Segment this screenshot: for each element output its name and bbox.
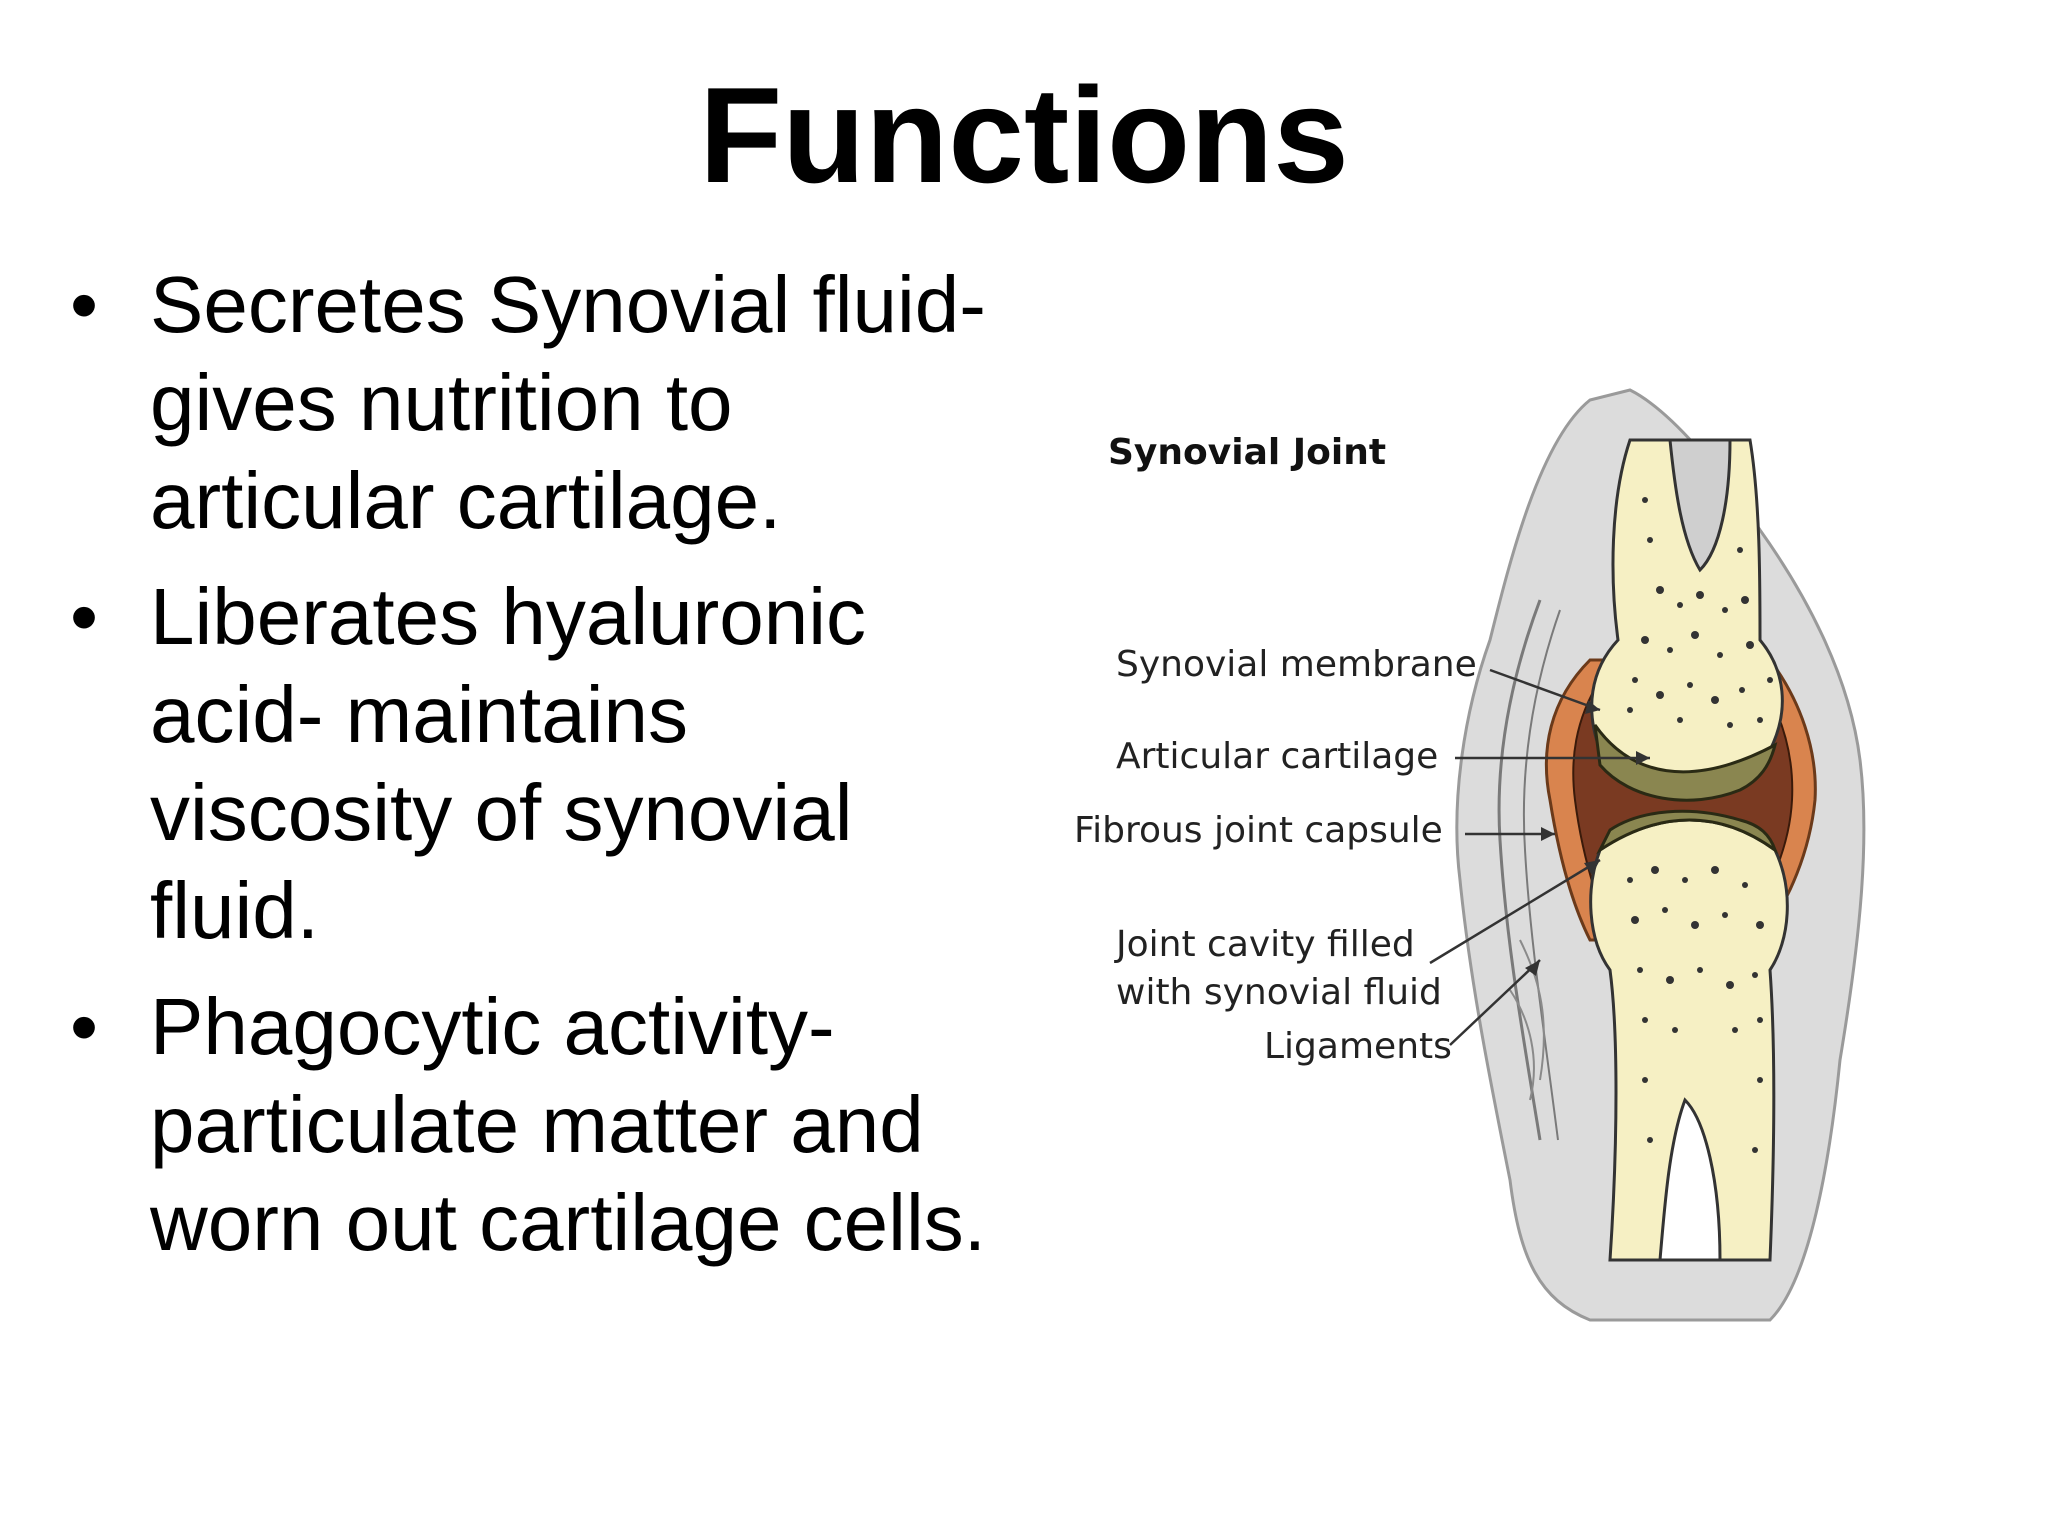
slide-title: Functions [699,59,1349,211]
bullet-text-line: particulate matter and [150,1080,924,1169]
bullet-text-line: articular cartilage. [150,456,782,545]
label-joint-cavity-line2: with synovial fluid [1116,972,1442,1013]
bullet-item: • Secretes Synovial fluid- gives nutriti… [70,256,1030,550]
label-synovial-membrane: Synovial membrane [1116,644,1477,685]
label-joint-cavity-line1: Joint cavity filled [1116,924,1415,965]
synovial-joint-illustration [1429,388,1866,1322]
figure-title: Synovial Joint [1108,432,1387,473]
lower-articular-cartilage [1596,809,1778,855]
bullet-text-line: Phagocytic activity- [150,982,835,1071]
lower-spongy-bone-dots [1627,866,1764,1153]
bullet-text-line: acid- maintains [150,670,689,759]
leader-arrowheads [1525,700,1650,976]
bullet-text-line: Secretes Synovial fluid- [150,260,986,349]
label-ligaments: Ligaments [1264,1026,1452,1067]
leader-lines [1429,668,1650,1046]
bullet-marker: • [70,982,99,1071]
synovial-joint-figure: Synovial Joint Synovial membrane Articul… [1070,380,1950,1340]
upper-spongy-bone-dots [1627,497,1773,728]
bullet-marker: • [70,572,99,661]
label-fibrous-joint-capsule: Fibrous joint capsule [1074,810,1443,851]
bullet-marker: • [70,260,99,349]
upper-articular-cartilage [1593,724,1778,802]
lower-marrow-cavity [1658,1097,1722,1262]
bullet-item: • Phagocytic activity- particulate matte… [70,978,1030,1272]
bullet-text-line: worn out cartilage cells. [150,1178,986,1267]
bullet-list: • Secretes Synovial fluid- gives nutriti… [70,256,1030,1290]
label-articular-cartilage: Articular cartilage [1116,736,1439,777]
bullet-text-line: gives nutrition to [150,358,733,447]
bullet-text-line: fluid. [150,866,319,955]
fibrous-capsule-line [1522,609,1561,1141]
upper-marrow-cavity [1668,438,1732,573]
ligament-fibers [1509,939,1545,1101]
bullet-text-line: Liberates hyaluronic [150,572,866,661]
bullet-item: • Liberates hyaluronic acid- maintains v… [70,568,1030,960]
bullet-text-line: viscosity of synovial [150,768,853,857]
